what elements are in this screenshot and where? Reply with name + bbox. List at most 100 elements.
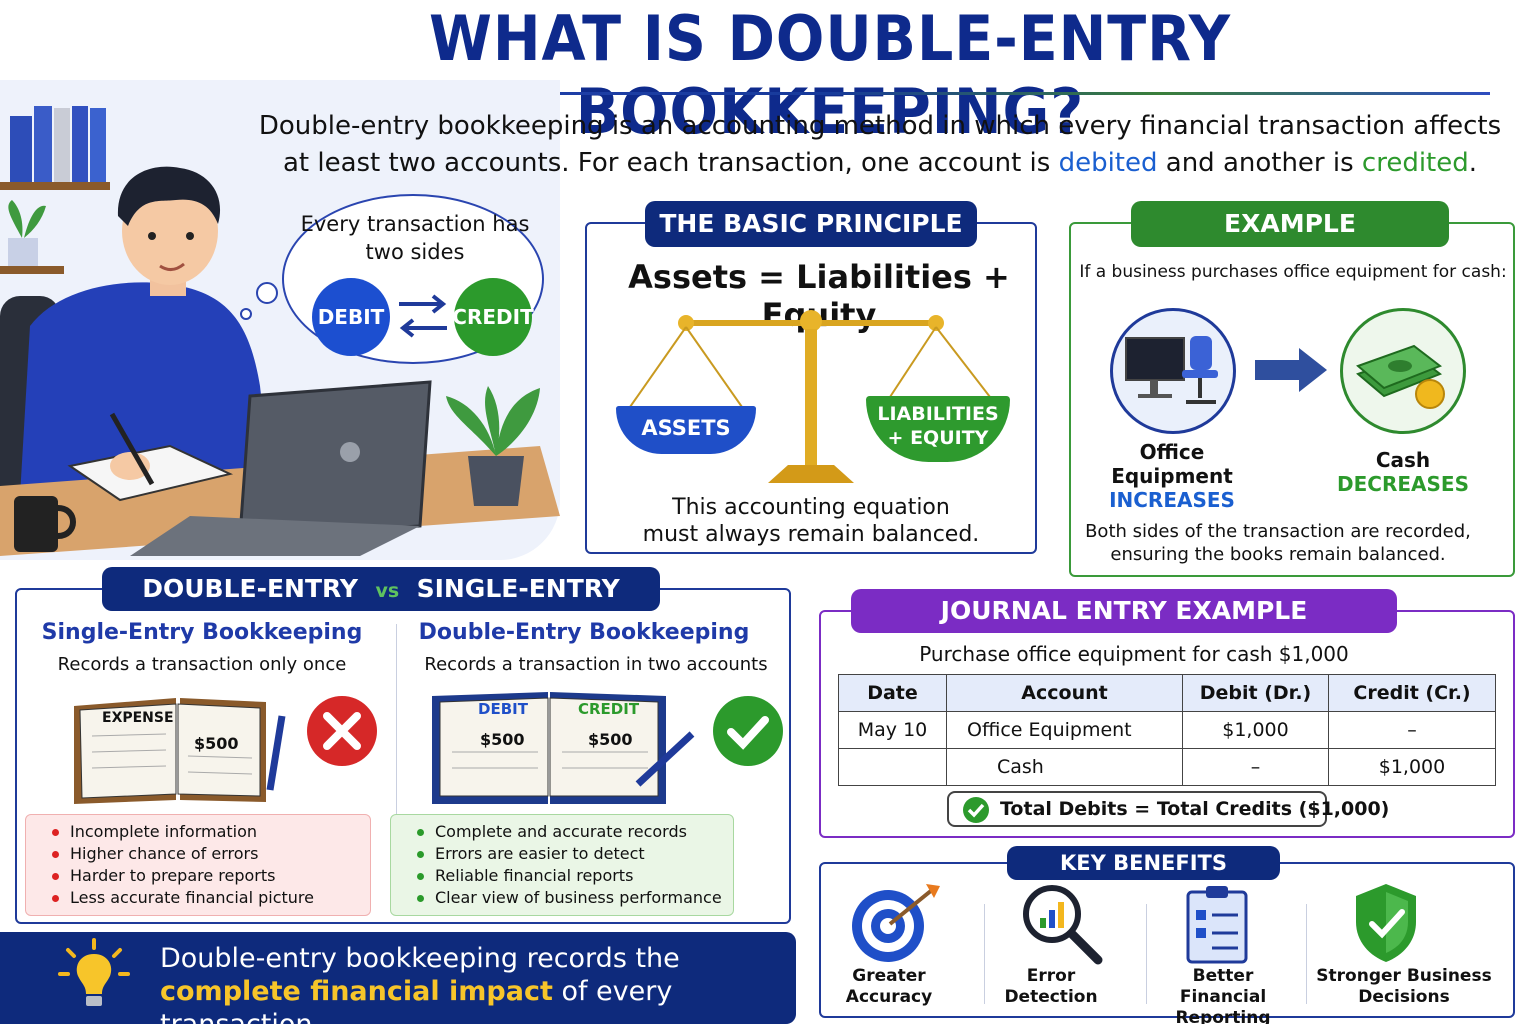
intro-paragraph: Double-entry bookkeeping is an accountin… (250, 108, 1510, 182)
benefits-header: KEY BENEFITS (1007, 846, 1280, 880)
benefit-label: Greater (852, 966, 926, 986)
cash-decreases: DECREASES (1337, 472, 1469, 496)
example-header: EXAMPLE (1131, 201, 1449, 247)
double-title: Double-Entry Bookkeeping (418, 620, 750, 645)
pan-equity-label: + EQUITY (887, 427, 989, 449)
single-bullets: Incomplete information Higher chance of … (25, 814, 371, 916)
single-sub: Records a transaction only once (57, 654, 347, 675)
single-ledger-icon (74, 698, 286, 804)
cell-debit: $1,000 (1182, 711, 1329, 749)
lightbulb-icon (58, 938, 130, 1006)
target-icon (852, 884, 940, 962)
col-debit: Debit (Dr.) (1182, 674, 1329, 712)
journal-header: JOURNAL ENTRY EXAMPLE (851, 589, 1397, 633)
accountant-illustration (0, 106, 560, 556)
benefit-label: Stronger Business (1316, 966, 1492, 986)
x-mark-icon (307, 696, 377, 766)
benefit-label: Decisions (1358, 987, 1450, 1007)
intro-debited: debited (1058, 148, 1158, 178)
cell-account: Cash (946, 748, 1183, 786)
single-bullet: Incomplete information (52, 821, 370, 843)
cash-stack-icon (1356, 344, 1445, 409)
shield-check-icon (1356, 884, 1416, 962)
table-row: Cash – $1,000 (838, 748, 1496, 786)
col-credit: Credit (Cr.) (1328, 674, 1496, 712)
journal-table: Date Account Debit (Dr.) Credit (Cr.) Ma… (838, 674, 1496, 786)
principle-header: THE BASIC PRINCIPLE (645, 201, 977, 247)
example-caption-2: ensuring the books remain balanced. (1110, 544, 1446, 565)
bubble-text: Every transaction has two sides (300, 212, 530, 264)
page-title: WHAT IS DOUBLE-ENTRY BOOKKEEPING? (428, 2, 1232, 148)
single-bullet: Less accurate financial picture (52, 887, 370, 909)
ledger-debit-amount: $500 (480, 730, 525, 749)
ledger-debit-label: DEBIT (478, 700, 528, 718)
expense-label: EXPENSE (102, 710, 174, 726)
benefit-divider (1306, 904, 1307, 1004)
footer-line-2: of every transaction. (160, 976, 673, 1024)
pan-liabilities-label: LIABILITIES (877, 403, 999, 425)
debit-circle: DEBIT (312, 278, 390, 356)
versus-left: DOUBLE-ENTRY (142, 574, 359, 603)
single-bullet: Higher chance of errors (52, 843, 370, 865)
equipment-label-1: Office (1139, 440, 1205, 464)
principle-caption-2: must always remain balanced. (642, 522, 980, 547)
thought-dot (256, 282, 278, 304)
cell-credit: – (1328, 711, 1496, 749)
benefit-label: Reporting (1175, 1008, 1271, 1024)
swap-arrows-icon (399, 294, 447, 338)
check-circle-icon (963, 797, 989, 823)
example-caption: Both sides of the transaction are record… (1076, 520, 1480, 566)
benefit-label: Better Financial (1179, 966, 1267, 1007)
double-bullets: Complete and accurate records Errors are… (390, 814, 734, 916)
thought-dot-small (240, 308, 252, 320)
cell-debit: – (1182, 748, 1329, 786)
double-sub: Records a transaction in two accounts (424, 654, 768, 675)
col-date: Date (838, 674, 947, 712)
double-bullet: Complete and accurate records (417, 821, 733, 843)
clipboard-icon (1186, 886, 1248, 964)
benefit-label: Detection (1004, 987, 1098, 1007)
double-bullet: Errors are easier to detect (417, 843, 733, 865)
benefit-divider (1146, 904, 1147, 1004)
balance-scale-icon (629, 310, 991, 483)
versus-vs: vs (375, 580, 400, 602)
single-title: Single-Entry Bookkeeping (41, 620, 363, 645)
example-caption-1: Both sides of the transaction are record… (1085, 521, 1471, 542)
footer-highlight: complete financial impact (160, 976, 553, 1007)
cell-credit: $1,000 (1328, 748, 1496, 786)
computer-chair-icon (1125, 336, 1218, 404)
benefit-divider (984, 904, 985, 1004)
assets-pan: ASSETS (616, 406, 756, 454)
versus-divider (396, 624, 397, 814)
example-lead: If a business purchases office equipment… (1079, 262, 1507, 282)
intro-credited: credited (1361, 148, 1469, 178)
double-ledger-icon (432, 692, 695, 804)
double-bullet: Clear view of business performance (417, 887, 733, 909)
cell-account: Office Equipment (946, 711, 1183, 749)
single-bullet: Harder to prepare reports (52, 865, 370, 887)
double-bullet: Reliable financial reports (417, 865, 733, 887)
table-row: May 10 Office Equipment $1,000 – (838, 711, 1496, 749)
expense-amount: $500 (194, 734, 239, 753)
cell-date: May 10 (838, 711, 947, 749)
principle-caption-1: This accounting equation (672, 495, 950, 520)
versus-header: DOUBLE-ENTRY vs SINGLE-ENTRY (102, 567, 660, 611)
col-account: Account (946, 674, 1183, 712)
magnifier-chart-icon (1023, 885, 1103, 965)
benefit-label: Accuracy (845, 987, 933, 1007)
journal-lead: Purchase office equipment for cash $1,00… (919, 642, 1349, 666)
title-underline (172, 92, 1490, 95)
right-arrow-icon (1255, 348, 1327, 392)
intro-text-1: Double-entry bookkeeping is an accountin… (258, 111, 1502, 178)
cell-date (838, 748, 947, 786)
versus-right: SINGLE-ENTRY (416, 574, 620, 603)
accounting-equation: Assets = Liabilities + Equity (628, 258, 1010, 334)
footer-banner (0, 932, 796, 1024)
